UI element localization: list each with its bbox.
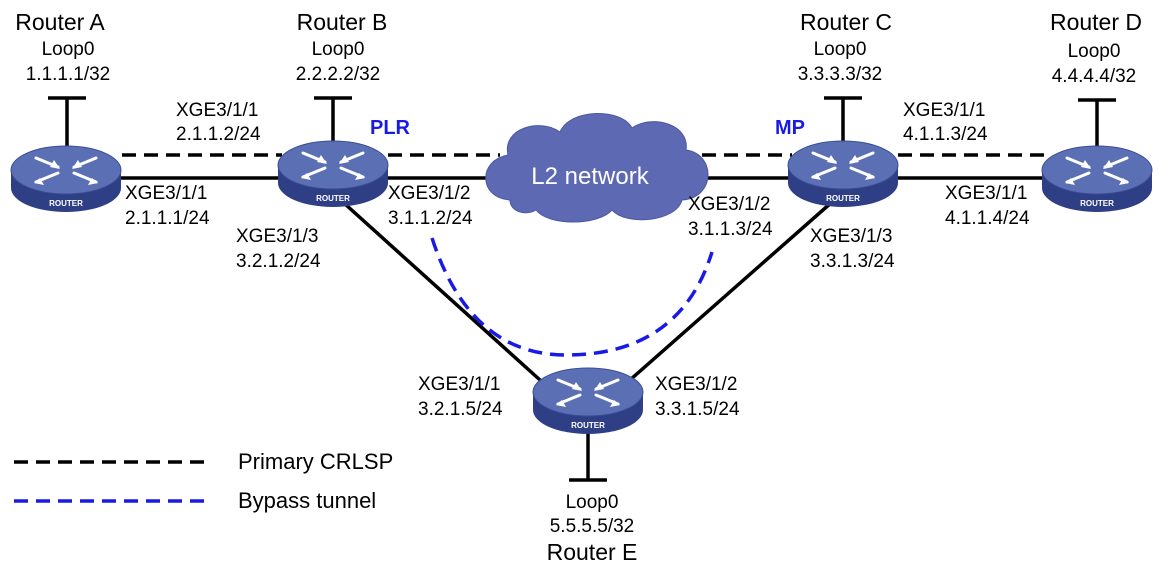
legend-bypass-label: Bypass tunnel — [238, 488, 376, 513]
router-b-name: Router B — [297, 9, 388, 35]
router-d-badge: ROUTER — [1080, 199, 1114, 208]
router-e-loop-ip: 5.5.5.5/32 — [550, 516, 635, 537]
iface-c-to-cloud-ip: 3.1.1.3/24 — [688, 219, 773, 240]
router-c-badge: ROUTER — [826, 194, 860, 203]
iface-b-to-e-ip: 3.2.1.2/24 — [236, 251, 321, 272]
router-c[interactable]: ROUTER — [786, 139, 900, 209]
iface-b-to-e-port: XGE3/1/3 — [236, 226, 318, 247]
iface-b-to-a-ip: 2.1.1.2/24 — [176, 124, 261, 145]
router-a[interactable]: ROUTER — [9, 144, 123, 214]
role-label-mp: MP — [775, 117, 805, 139]
iface-e-to-c-ip: 3.3.1.5/24 — [655, 399, 740, 420]
router-c-loop-label: Loop0 — [814, 39, 867, 60]
iface-e-to-c-port: XGE3/1/2 — [655, 374, 737, 395]
iface-c-to-d-port: XGE3/1/1 — [903, 100, 985, 121]
router-c-name: Router C — [800, 9, 892, 35]
router-d[interactable]: ROUTER — [1040, 144, 1154, 214]
iface-c-to-e-port: XGE3/1/3 — [810, 226, 892, 247]
router-a-name: Router A — [15, 9, 105, 35]
router-b[interactable]: ROUTER — [276, 139, 390, 209]
bypass-tunnel-path — [430, 237, 714, 357]
iface-b-to-cloud-ip: 3.1.1.2/24 — [388, 208, 473, 229]
physical-links — [48, 96, 1116, 482]
cloud-label: L2 network — [531, 163, 649, 190]
iface-a-to-b-ip: 2.1.1.1/24 — [125, 208, 210, 229]
role-label-plr: PLR — [370, 117, 411, 139]
legend-primary-label: Primary CRLSP — [238, 449, 393, 474]
iface-d-to-c-port: XGE3/1/1 — [945, 183, 1027, 204]
iface-c-to-e-ip: 3.3.1.3/24 — [810, 251, 895, 272]
router-a-badge: ROUTER — [49, 199, 83, 208]
cloud-icon: L2 network — [485, 112, 709, 223]
iface-a-to-b-port: XGE3/1/1 — [125, 183, 207, 204]
router-d-name: Router D — [1050, 9, 1142, 35]
router-b-badge: ROUTER — [316, 194, 350, 203]
iface-e-to-b-ip: 3.2.1.5/24 — [418, 399, 503, 420]
router-e[interactable]: ROUTER — [531, 366, 645, 436]
router-e-badge: ROUTER — [571, 421, 605, 430]
router-a-loop-ip: 1.1.1.1/32 — [26, 64, 111, 85]
iface-d-to-c-ip: 4.1.1.4/24 — [945, 208, 1030, 229]
link-b-e — [333, 193, 542, 382]
iface-c-to-cloud-port: XGE3/1/2 — [688, 194, 770, 215]
router-e-loop-label: Loop0 — [566, 492, 619, 513]
link-c-e — [628, 193, 842, 382]
router-d-loop-ip: 4.4.4.4/32 — [1052, 66, 1137, 87]
router-b-loop-label: Loop0 — [312, 39, 365, 60]
iface-c-to-d-ip: 4.1.1.3/24 — [903, 124, 988, 145]
router-b-loop-ip: 2.2.2.2/32 — [296, 64, 381, 85]
router-d-loop-label: Loop0 — [1068, 41, 1121, 62]
router-c-loop-ip: 3.3.3.3/32 — [798, 64, 883, 85]
legend: Primary CRLSP Bypass tunnel — [14, 449, 393, 513]
iface-b-to-cloud-port: XGE3/1/2 — [388, 183, 470, 204]
iface-e-to-b-port: XGE3/1/1 — [418, 374, 500, 395]
router-a-loop-label: Loop0 — [42, 39, 95, 60]
iface-b-to-a-port: XGE3/1/1 — [176, 100, 258, 121]
router-e-name: Router E — [547, 539, 638, 565]
